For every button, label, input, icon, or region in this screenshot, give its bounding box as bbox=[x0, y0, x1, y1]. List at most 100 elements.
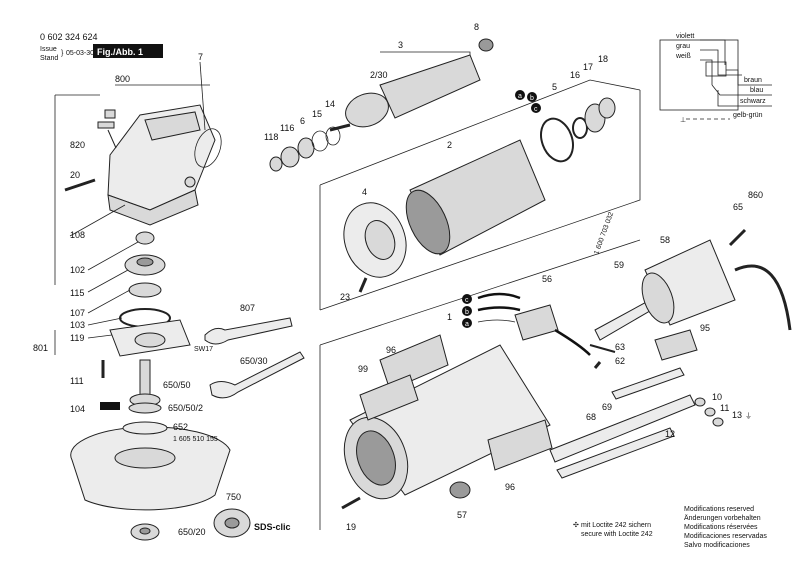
screw-19 bbox=[341, 496, 361, 510]
callout-19: 19 bbox=[346, 522, 356, 532]
screw-20 bbox=[64, 178, 96, 192]
callout-95: 95 bbox=[700, 323, 710, 333]
callout-15: 15 bbox=[312, 109, 322, 119]
modifications-fr: Modifications réservées bbox=[684, 524, 758, 531]
switch-rod-68 bbox=[549, 394, 696, 463]
wire-color-violett: violett bbox=[676, 33, 694, 40]
housing-flange bbox=[107, 189, 199, 226]
part-number: 0 602 324 624 bbox=[40, 32, 98, 42]
wire-marker-a bbox=[515, 90, 525, 100]
pin-wrench-650-30 bbox=[209, 351, 305, 399]
callout-4: 4 bbox=[362, 187, 367, 197]
callout-2-30: 2/30 bbox=[370, 70, 388, 80]
wire-a bbox=[477, 319, 516, 323]
callout-111: 111 bbox=[70, 376, 84, 386]
switch-marker-c-text: c bbox=[465, 297, 469, 304]
leader-108 bbox=[69, 204, 126, 237]
armature-bearing-8 bbox=[478, 38, 494, 52]
callout-59: 59 bbox=[614, 260, 624, 270]
leader-107 bbox=[87, 289, 131, 314]
callout-807: 807 bbox=[240, 303, 255, 313]
switch-marker-c bbox=[462, 294, 472, 304]
part-10 bbox=[694, 397, 706, 407]
callout-23: 23 bbox=[340, 292, 350, 302]
leader-119 bbox=[87, 334, 113, 339]
nameplate-99 bbox=[359, 374, 419, 421]
leader-102 bbox=[87, 241, 139, 271]
nut-hole bbox=[139, 527, 151, 535]
callout-56: 56 bbox=[542, 274, 552, 284]
frame-2-top bbox=[319, 79, 641, 186]
callout-13: 13 bbox=[732, 410, 742, 420]
leader-7 bbox=[199, 61, 206, 131]
ground-symbol-13: ⏚ bbox=[745, 412, 752, 420]
callout-99: 99 bbox=[358, 364, 368, 374]
wire-violett bbox=[700, 39, 726, 65]
callout-650-30: 650/30 bbox=[240, 356, 268, 366]
callout-12: 12 bbox=[665, 429, 675, 439]
callout-57: 57 bbox=[457, 510, 467, 520]
bearing-18 bbox=[598, 97, 616, 119]
sds-clic-label: SDS-clic bbox=[254, 522, 291, 532]
frame-2-bottom bbox=[319, 90, 641, 311]
ring-16 bbox=[572, 117, 588, 139]
brace: } bbox=[61, 50, 64, 57]
callout-108: 108 bbox=[70, 230, 85, 240]
lock-pin bbox=[97, 121, 115, 129]
callout-820: 820 bbox=[70, 140, 85, 150]
gear-hub bbox=[136, 257, 154, 267]
callout-1: 1 bbox=[447, 312, 452, 322]
slide-12 bbox=[556, 427, 675, 479]
modifications-es: Modificaciones reservadas bbox=[684, 533, 767, 540]
wire-b bbox=[477, 306, 521, 312]
fig-label: Fig./Abb. 1 bbox=[97, 47, 143, 57]
modifications-en: Modifications reserved bbox=[684, 506, 754, 513]
label-95 bbox=[654, 329, 698, 361]
callout-65: 65 bbox=[733, 202, 743, 212]
callout-6: 6 bbox=[300, 116, 305, 126]
switch-marker-b-text: b bbox=[465, 309, 469, 316]
callout-63: 63 bbox=[615, 342, 625, 352]
stand-label: Stand bbox=[40, 55, 58, 62]
washer-15 bbox=[311, 130, 329, 152]
earth-symbol: ⊥ bbox=[680, 117, 686, 124]
switch-marker-a bbox=[462, 318, 472, 328]
guard-clamp bbox=[122, 421, 168, 435]
callout-650-50: 650/50 bbox=[163, 380, 191, 390]
callout-sw17: SW17 bbox=[194, 346, 213, 353]
ring-14 bbox=[325, 126, 341, 146]
air-guide-center bbox=[364, 220, 396, 260]
callout-62: 62 bbox=[615, 356, 625, 366]
callout-750: 750 bbox=[226, 492, 241, 502]
screw-23 bbox=[358, 277, 368, 293]
label-96a bbox=[379, 334, 449, 391]
terminal-63 bbox=[589, 344, 616, 353]
issue-date: 05-03-30 bbox=[66, 50, 94, 57]
callout-16: 16 bbox=[570, 70, 580, 80]
wire-color-blau: blau bbox=[750, 87, 763, 94]
housing-pin bbox=[184, 176, 196, 188]
wire-color-gelb-gruen: gelb-grün bbox=[733, 112, 763, 119]
sds-nut-center bbox=[224, 517, 240, 529]
wire-marker-b bbox=[527, 92, 537, 102]
cover-end bbox=[641, 272, 675, 324]
callout-102: 102 bbox=[70, 265, 85, 275]
callout-800: 800 bbox=[115, 74, 130, 84]
wire-color-braun: braun bbox=[744, 77, 762, 84]
stator-end bbox=[405, 189, 451, 255]
callout-2: 2 bbox=[447, 140, 452, 150]
callout-115: 115 bbox=[70, 288, 84, 298]
callout-801: 801 bbox=[33, 343, 48, 353]
callout-58: 58 bbox=[660, 235, 670, 245]
wire-to-cord bbox=[554, 328, 591, 356]
callout-69: 69 bbox=[602, 402, 612, 412]
lock-button bbox=[104, 109, 116, 119]
housing-top-plate bbox=[144, 111, 201, 141]
spring-69 bbox=[611, 367, 685, 400]
wiring-switch bbox=[705, 61, 727, 77]
callout-103: 103 bbox=[70, 320, 85, 330]
leader-115 bbox=[87, 269, 129, 293]
callout-11: 11 bbox=[720, 403, 729, 413]
